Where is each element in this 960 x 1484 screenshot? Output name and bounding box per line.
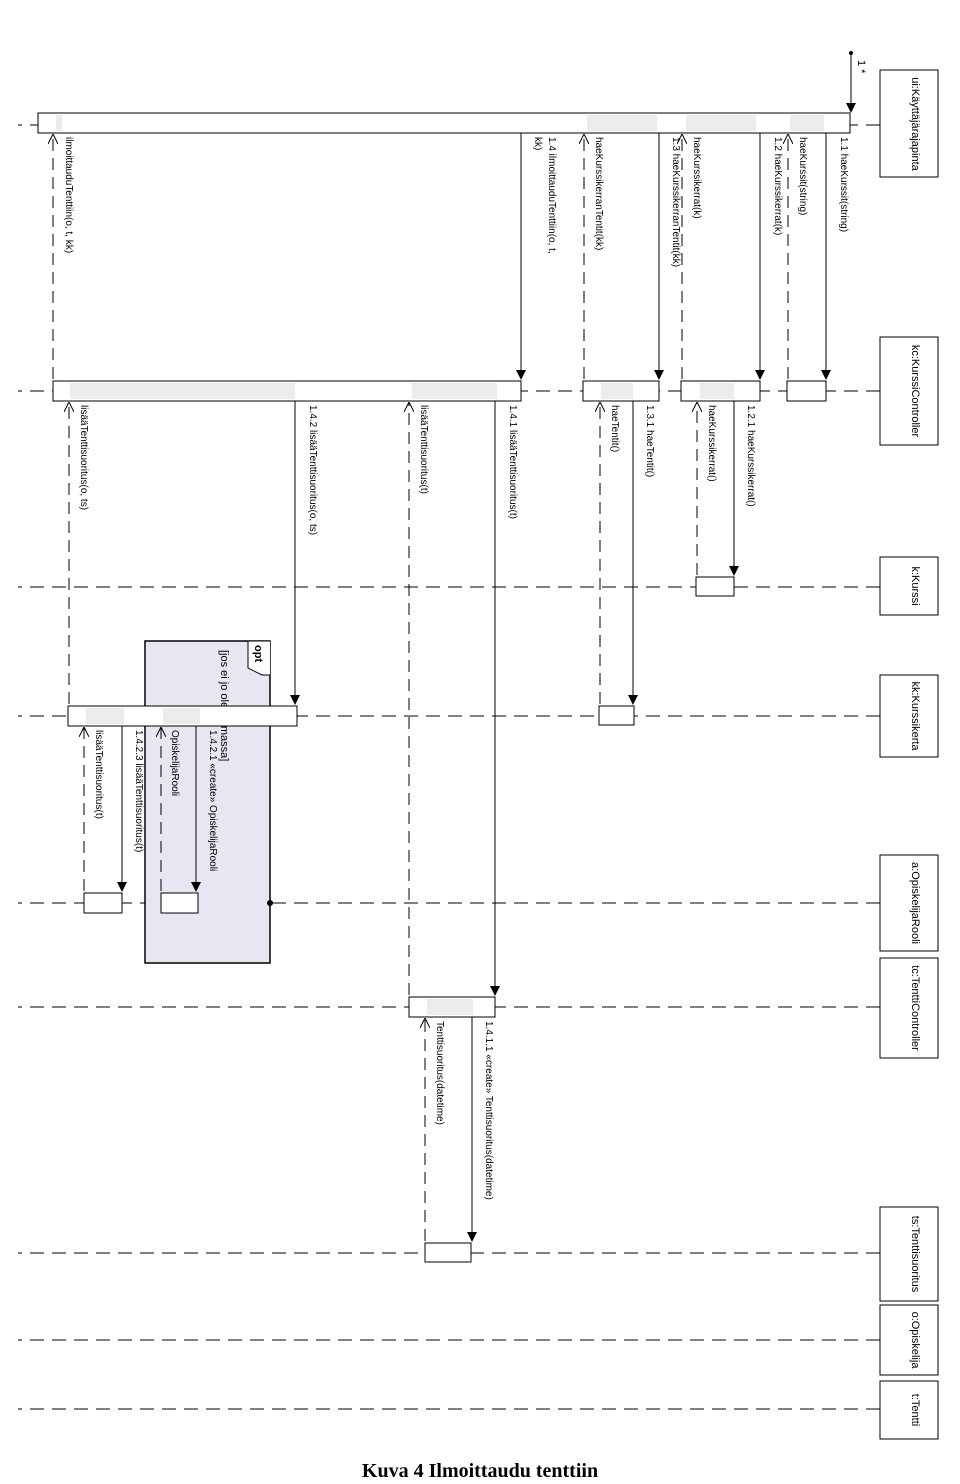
- lifeline-headers: [879, 69, 939, 1440]
- msg-1-4-1-1: 1.4.1.1 «create» Tenttisuoritus(datetime…: [483, 1021, 494, 1200]
- msg-1-3: 1.3 haeKurssikerranTentit(kk): [670, 137, 681, 267]
- lifeline-ui: ui:Käyttäjärajapinta: [909, 77, 921, 171]
- msg-1-2: 1.2 haeKurssikerrat(k): [772, 137, 783, 235]
- return-arrows: [53, 135, 788, 1241]
- lifeline-kk: kk:Kurssikerta: [909, 681, 921, 751]
- start-marker: 1 *: [846, 51, 867, 113]
- activation-shading: [56, 115, 824, 1015]
- ret-1-2-1: haeKurssikerrat(): [706, 405, 717, 482]
- msg-1-4-2-3: 1.4.2.3 lisääTenttisuoritus(t): [133, 730, 144, 852]
- lifeline-o: o:Opiskelija: [909, 1312, 921, 1370]
- msg-1-3-1: 1.3.1 haeTentit(): [644, 405, 655, 477]
- msg-1-4-1: 1.4.1 lisääTenttisuoritus(t): [507, 405, 518, 519]
- multiplicity-label: 1 *: [855, 60, 867, 74]
- ret-1-4-1: lisääTenttisuoritus(t): [418, 405, 429, 494]
- msg-1-2-1: 1.2.1 haeKurssikerrat(): [745, 405, 756, 507]
- lifeline-k: k:Kurssi: [909, 566, 921, 605]
- lifeline-tc: tc:TenttiController: [909, 965, 921, 1051]
- msg-1-1: 1.1 haeKurssit(string): [838, 137, 849, 232]
- lifeline-t: t:Tentti: [909, 1394, 921, 1426]
- ret-1-4-2: lisääTenttisuoritus(o, ts): [78, 405, 89, 510]
- ret-1-1: haeKurssit(string): [797, 137, 808, 215]
- msg-1-4-line1: 1.4 ilmoittauduTenttiin(o, t,: [546, 137, 557, 254]
- msg-1-4-2: 1.4.2 lisääTenttisuoritus(o, ts): [307, 405, 318, 535]
- ret-1-4-2-1: OpiskelijaRooli: [169, 730, 180, 796]
- lifeline-kc: kc:KurssiController: [909, 345, 921, 438]
- ret-1-4-1-1: Tenttisuoritus(datetime): [434, 1021, 445, 1125]
- ret-1-4-2-3: lisääTenttisuoritus(t): [93, 730, 104, 819]
- ret-1-3-1: haeTentit(): [609, 405, 620, 452]
- msg-1-4-2-1: 1.4.2.1 «create» OpiskelijaRooli: [207, 730, 218, 871]
- ret-1-3: haeKurssikerranTentit(kk): [593, 137, 604, 250]
- opt-label: opt: [252, 645, 264, 662]
- lifeline-ts: ts:Tenttisuoritus: [909, 1216, 921, 1293]
- lifeline-a: a:OpiskelijaRooli: [909, 862, 921, 944]
- ret-1-4: ilmoittauduTenttiin(o, t, kk): [63, 137, 74, 253]
- ret-1-2: haeKurssikerrat(k): [691, 137, 702, 219]
- msg-1-4-line2: kk): [532, 137, 543, 150]
- figure-caption: Kuva 4 Ilmoittaudu tenttiin: [361, 1460, 599, 1482]
- call-arrows: [117, 133, 831, 1242]
